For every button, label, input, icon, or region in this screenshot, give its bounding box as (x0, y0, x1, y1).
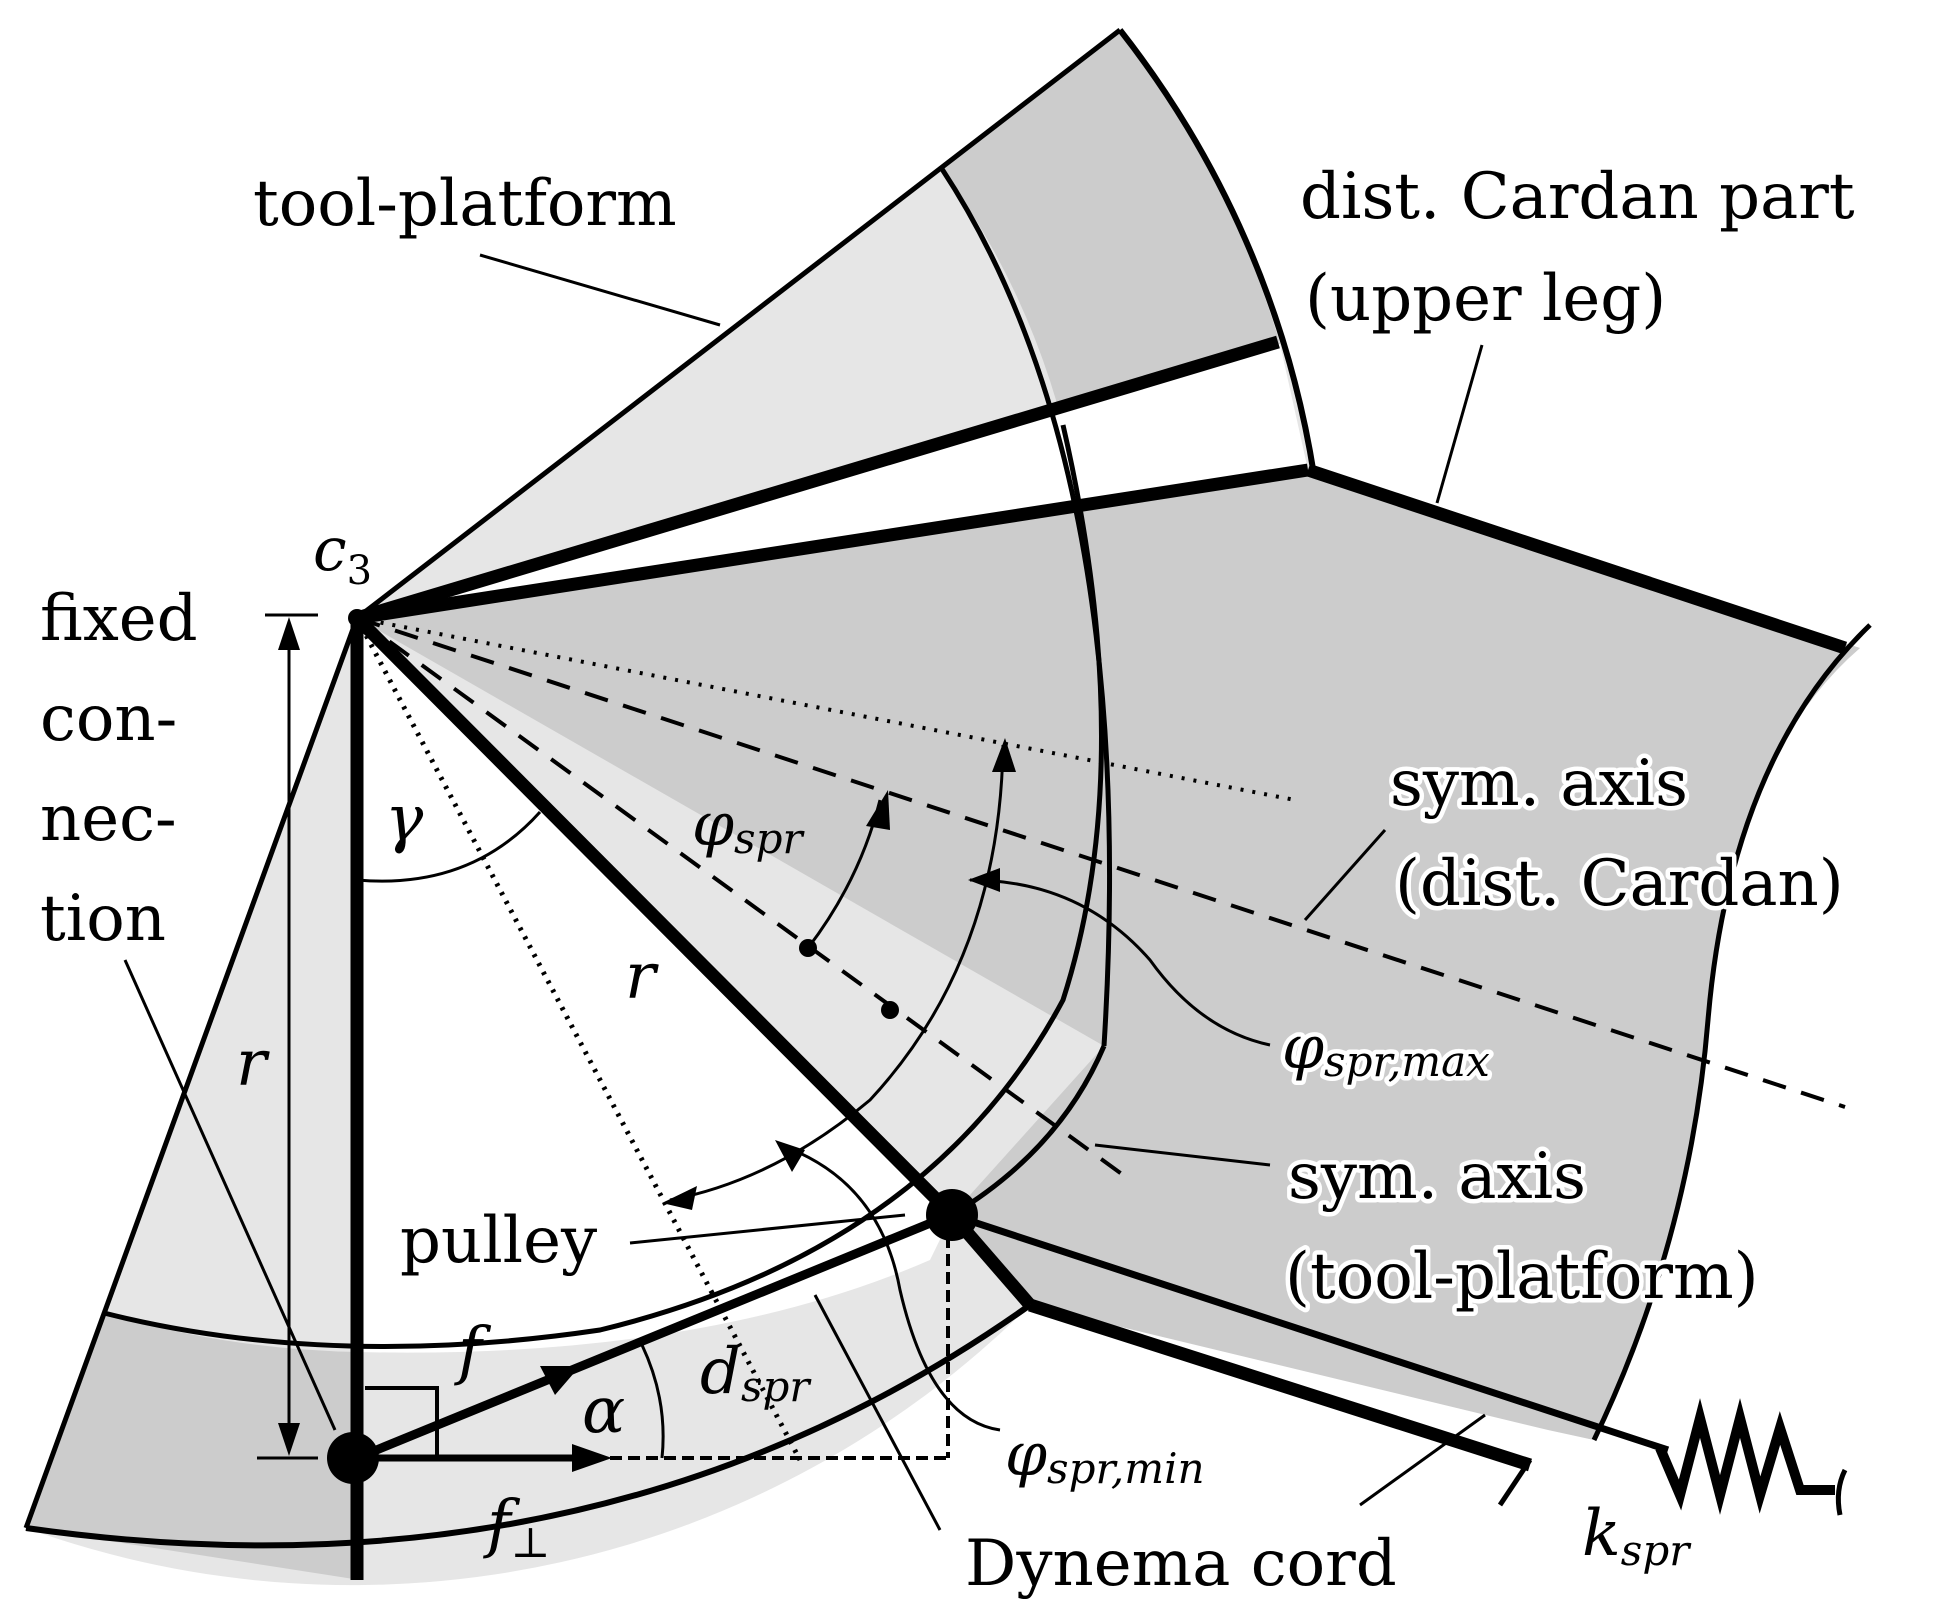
middle-arc (939, 167, 1113, 1047)
label-upper-leg: (upper leg) (1305, 262, 1666, 336)
lower-platform-link (1028, 1298, 1532, 1472)
label-f-perp: f⊥ (483, 1487, 550, 1567)
dim-arrow-down (278, 1423, 300, 1456)
inner-open-region (357, 618, 952, 1353)
phi-spr-max-arrow-bottom (662, 1186, 697, 1210)
alpha-arc (640, 1344, 665, 1459)
leader-dynema-2 (1359, 1413, 1486, 1507)
phi-spr-point (799, 939, 817, 957)
phi-spr-arrowhead (866, 790, 890, 830)
label-phi-spr-min: φspr,min (1005, 1420, 1205, 1493)
outer-arc-top (1117, 28, 1317, 476)
label-nec: nec- (40, 782, 177, 856)
leader-pulley (629, 1213, 906, 1245)
label-dynema-cord: Dynema cord (965, 1527, 1397, 1601)
leader-sym-axis-dist (1303, 829, 1387, 921)
middle-arc-lower (950, 1045, 1107, 1218)
spring-end-hook (1835, 1468, 1848, 1516)
label-dist-cardan-paren: (dist. Cardan) (1395, 847, 1844, 921)
outer-ring-bottom-segment (26, 1313, 360, 1580)
spring-kspr (1655, 1398, 1835, 1515)
tool-platform-upper-edge (355, 28, 1122, 620)
phi-spr-min-pointer-head (775, 1140, 805, 1172)
label-gamma: γ (385, 782, 424, 856)
joint-c3 (348, 609, 366, 627)
phi-spr-max-point (881, 1001, 899, 1019)
cord-to-spring (950, 1211, 1670, 1454)
label-dist-cardan-part: dist. Cardan part (1300, 160, 1855, 234)
upper-leg-link-1 (355, 335, 1280, 625)
outer-ring-top-segment (942, 30, 1280, 425)
phi-spr-max-arrow-top (992, 738, 1016, 772)
leader-fixed-connection (123, 959, 337, 1431)
dist-cardan-right-edge (1591, 623, 1872, 1442)
leader-tool-platform (479, 253, 721, 327)
label-tool-platform: tool-platform (253, 167, 677, 241)
label-pulley: pulley (400, 1204, 597, 1278)
label-alpha: α (582, 1374, 625, 1448)
right-angle-marker (365, 1386, 439, 1458)
label-sym-axis-2: sym. axis (1288, 1140, 1586, 1214)
label-tool-platform-paren: (tool-platform) (1285, 1240, 1759, 1314)
tool-platform-left-edge (23, 617, 360, 1529)
phi-spr-max-pointer (969, 878, 1271, 1047)
phi-spr-min-pointer (779, 1143, 1001, 1432)
label-fixed: fixed (40, 582, 198, 656)
label-r-diagonal: r (625, 940, 659, 1014)
fixed-connection-joint (327, 1432, 379, 1484)
label-k-spr: kspr (1582, 1497, 1692, 1575)
f-arrowhead (540, 1366, 580, 1395)
f-vector (355, 1215, 940, 1463)
gamma-arc (356, 810, 542, 883)
leader-dynema-1 (813, 1294, 942, 1531)
dist-cardan-region-inner (357, 470, 1308, 1046)
label-d-spr: dspr (700, 1335, 812, 1411)
upper-leg-outer-link (1305, 463, 1848, 655)
label-sym-axis-1: sym. axis (1390, 747, 1688, 821)
sym-axis-dist-cardan (356, 616, 1846, 1109)
phi-spr-max-pointer-head (968, 868, 1000, 892)
label-r-left: r (236, 1027, 270, 1101)
leader-sym-axis-tool (1094, 1143, 1271, 1167)
dotted-d-spr-line (354, 616, 803, 1462)
label-tion: tion (40, 882, 166, 956)
f-perp-arrowhead (572, 1444, 612, 1472)
dim-arrow-up (278, 617, 300, 650)
label-c3: c3 (313, 515, 372, 594)
phi-spr-max-arc (669, 744, 1005, 1202)
label-con: con- (40, 682, 177, 756)
upper-leg-link-2 (356, 463, 1309, 625)
leader-upper-leg (1435, 344, 1484, 504)
label-phi-spr: φspr (692, 790, 805, 863)
pulley-joint (926, 1189, 978, 1241)
label-phi-spr-max: φspr,max (1282, 1013, 1490, 1086)
outer-arc-bottom (25, 1302, 1032, 1549)
